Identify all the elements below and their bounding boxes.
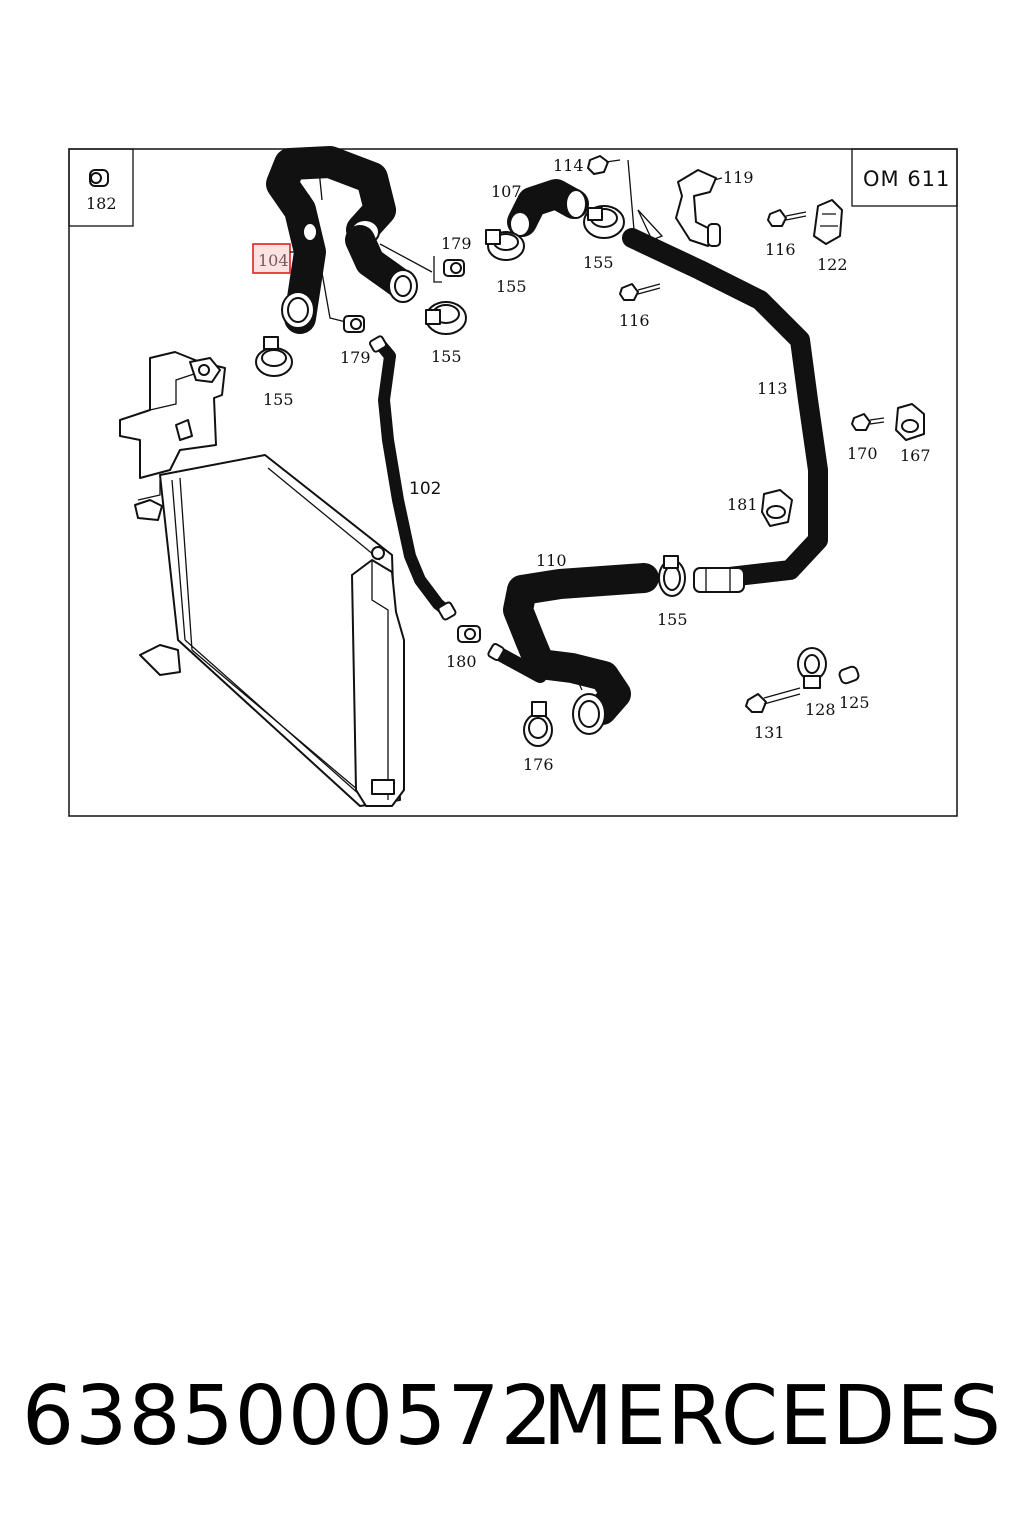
mount-128[interactable] (797, 647, 827, 689)
hose-104[interactable] (266, 146, 396, 334)
clamp-176[interactable] (523, 701, 553, 747)
callout-116-a[interactable]: 116 (765, 240, 796, 259)
clip-181[interactable] (761, 489, 793, 527)
clamp-179-a[interactable] (343, 315, 365, 333)
engine-code: OM 611 (863, 167, 950, 191)
engine-code-box: OM 611 (851, 148, 958, 207)
bracket-119[interactable] (675, 169, 723, 247)
callout-125[interactable]: 125 (839, 693, 870, 712)
clamp-180[interactable] (457, 625, 481, 643)
callout-155-c[interactable]: 155 (496, 277, 527, 296)
clamp-155-e[interactable] (658, 555, 686, 597)
callout-176[interactable]: 176 (523, 755, 554, 774)
pipe-113[interactable] (622, 209, 828, 593)
spacer-125[interactable] (838, 665, 860, 685)
clamp-155-d[interactable] (583, 205, 625, 239)
callout-114[interactable]: 114 (553, 156, 584, 175)
hose-107[interactable] (507, 179, 589, 237)
callout-122[interactable]: 122 (817, 255, 848, 274)
parts-diagram: 182 OM 611 (68, 146, 958, 817)
callout-104[interactable]: 104 (258, 251, 289, 270)
clamp-155-c[interactable] (485, 229, 525, 261)
callout-182[interactable]: 182 (86, 194, 117, 213)
clamp-155-b[interactable] (425, 301, 467, 335)
hose-102[interactable] (369, 335, 457, 621)
bolt-170[interactable] (851, 413, 885, 431)
clip-167[interactable] (895, 403, 925, 441)
callout-155-e[interactable]: 155 (657, 610, 688, 629)
callout-179-a[interactable]: 179 (340, 348, 371, 367)
brand-name: MERCEDES (542, 1369, 1002, 1464)
callout-119[interactable]: 119 (723, 168, 754, 187)
callout-170[interactable]: 170 (847, 444, 878, 463)
callout-180[interactable]: 180 (446, 652, 477, 671)
clamp-179-b[interactable] (433, 256, 465, 283)
hose-branch (345, 225, 433, 303)
bolt-116-a[interactable] (767, 209, 807, 227)
callout-181[interactable]: 181 (727, 495, 758, 514)
callout-116-b[interactable]: 116 (619, 311, 650, 330)
callout-110[interactable]: 110 (536, 551, 567, 570)
callout-107[interactable]: 107 (491, 182, 522, 201)
callout-155-d[interactable]: 155 (583, 253, 614, 272)
callout-113[interactable]: 113 (757, 379, 788, 398)
callout-102[interactable]: 102 (409, 479, 441, 499)
callout-167[interactable]: 167 (900, 446, 931, 465)
diagram-frame (68, 148, 958, 817)
inset-box-182: 182 (68, 148, 134, 227)
callout-155-a[interactable]: 155 (263, 390, 294, 409)
hose-110[interactable] (487, 563, 659, 735)
clamp-155-a[interactable] (255, 336, 293, 377)
clip-122[interactable] (813, 199, 843, 245)
part-number: 6385000572 (22, 1369, 554, 1464)
callout-131[interactable]: 131 (754, 723, 785, 742)
callout-128[interactable]: 128 (805, 700, 836, 719)
bolt-114[interactable] (587, 155, 635, 231)
bolt-116-b[interactable] (619, 283, 661, 301)
radiator (119, 351, 405, 807)
callout-104-highlight[interactable]: 104 (252, 243, 291, 274)
bolt-131[interactable] (745, 687, 801, 713)
callout-155-b[interactable]: 155 (431, 347, 462, 366)
footer: 6385000572 MERCEDES (0, 1362, 1024, 1472)
callout-179-b[interactable]: 179 (441, 234, 472, 253)
clamp-icon (89, 169, 109, 187)
